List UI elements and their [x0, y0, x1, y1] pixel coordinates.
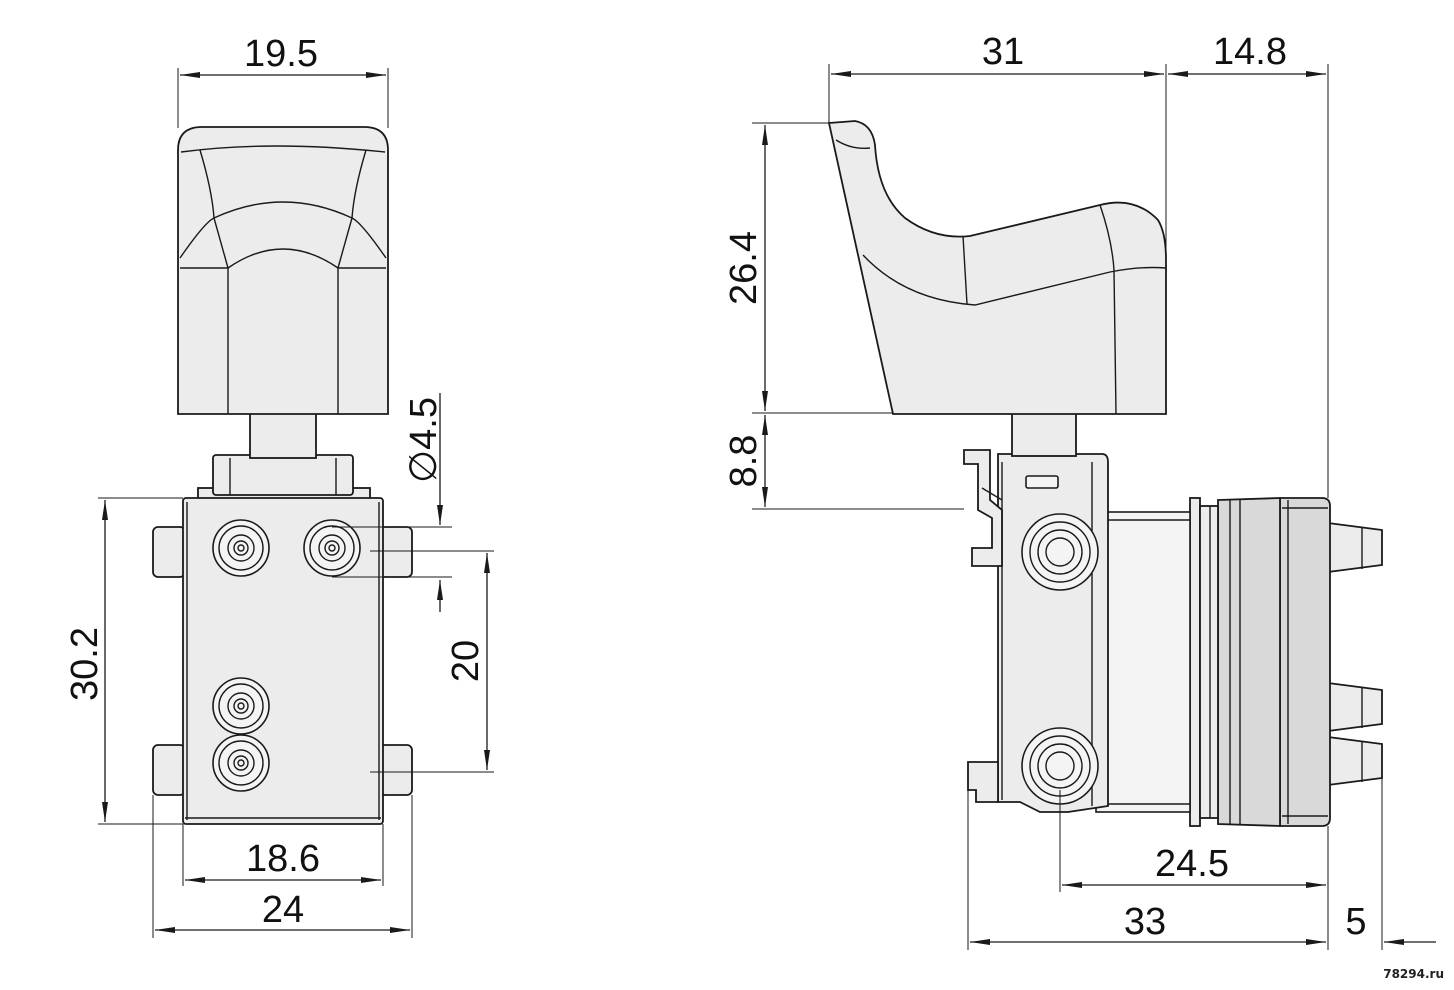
- dim-side-trigger-height: 26.4: [723, 231, 765, 305]
- side-flange-inner: [1199, 505, 1219, 819]
- watermark: 78294.ru: [1383, 967, 1444, 981]
- dim-front-hole-spacing: 20: [445, 640, 487, 682]
- side-clip-bottom: [967, 761, 999, 803]
- dim-front-overall-width: 24: [262, 889, 304, 931]
- front-tab-top-left: [152, 526, 186, 578]
- side-terminal-top: [1021, 513, 1099, 591]
- side-rear-cap: [1279, 497, 1331, 827]
- side-trigger: [827, 120, 1167, 415]
- dim-front-top-width: 19.5: [244, 33, 318, 75]
- side-boot: [1217, 497, 1281, 827]
- dim-side-body-length: 24.5: [1155, 843, 1229, 885]
- front-terminal-3: [212, 677, 270, 735]
- dim-side-stem-height: 8.8: [723, 435, 765, 488]
- dim-side-overall-length: 33: [1124, 901, 1166, 943]
- front-tab-bottom-right: [379, 744, 413, 796]
- side-flange: [1189, 497, 1201, 827]
- front-trigger-cap: [177, 126, 389, 415]
- dim-front-height: 30.2: [64, 627, 106, 701]
- side-stem: [1011, 412, 1077, 457]
- side-pin-3: [1327, 735, 1383, 787]
- dim-front-hole-dia: ∅4.5: [403, 397, 445, 483]
- dim-side-trigger-length: 31: [982, 31, 1024, 73]
- side-pin-1: [1327, 521, 1383, 574]
- side-barrel: [1095, 511, 1191, 813]
- front-stem: [249, 412, 317, 459]
- front-neck: [212, 454, 354, 496]
- side-view: 31 14.8 26.4 8.8 24.5 33 5: [723, 31, 1436, 950]
- front-view: 19.5 ∅4.5 30.2 20 18.6 24: [64, 33, 494, 938]
- front-terminal-4: [212, 734, 270, 792]
- dim-side-pin-length: 5: [1345, 901, 1366, 943]
- side-clip-top: [963, 449, 1003, 567]
- front-tab-bottom-left: [152, 744, 186, 796]
- side-slot: [1025, 475, 1059, 489]
- front-tab-top-right: [379, 526, 413, 578]
- side-pin-2: [1327, 681, 1383, 733]
- dim-side-back-offset: 14.8: [1213, 31, 1287, 73]
- front-terminal-2: [303, 519, 361, 577]
- front-terminal-1: [212, 519, 270, 577]
- dim-front-body-width: 18.6: [246, 838, 320, 880]
